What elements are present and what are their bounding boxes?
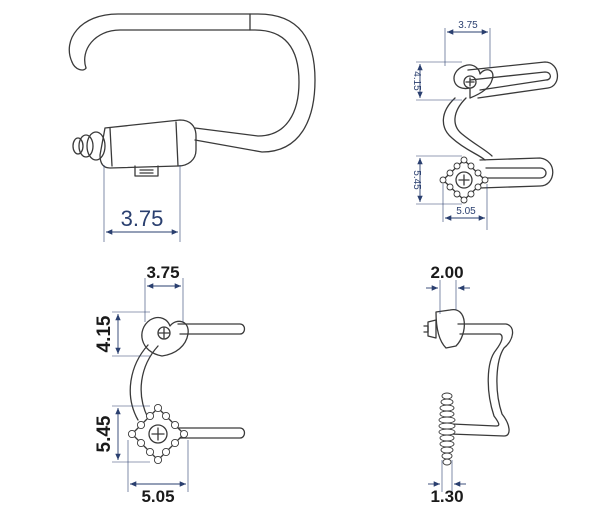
- dimension-label-small-heart-height: 4.15: [411, 71, 422, 91]
- small-heart-charm: [453, 64, 494, 99]
- front-dimensions: 3.75 4.15 5.45 5.05: [94, 263, 189, 506]
- hook-wire: [68, 13, 316, 153]
- front-wire: [129, 323, 246, 439]
- small-wire: [442, 61, 559, 189]
- dimension-label-front-square-height: 5.45: [94, 415, 115, 452]
- front-square-charm: [127, 403, 189, 465]
- dimension-label-front-square-width: 5.05: [141, 487, 174, 506]
- dimension-label-small-square-height: 5.45: [411, 170, 422, 190]
- dimension-label-small-square-width: 5.05: [456, 206, 476, 217]
- side-top-clasp: [423, 309, 465, 349]
- dimension-label-side-top: 2.00: [430, 263, 463, 282]
- dimension-label-main-width: 3.75: [121, 206, 164, 231]
- dimension-label-small-top-width: 3.75: [458, 20, 478, 31]
- dimension-label-front-top-width: 3.75: [146, 263, 179, 282]
- small-view: 3.75 4.15 5.45 5.05: [411, 20, 559, 230]
- clasp-beads: [72, 131, 106, 161]
- small-dimensions: 3.75 4.15 5.45 5.05: [411, 20, 491, 230]
- side-bottom-beads: [438, 392, 456, 466]
- dimension-label-front-heart-height: 4.15: [94, 315, 115, 352]
- front-heart-charm: [141, 316, 189, 357]
- clasp-body: [99, 119, 197, 177]
- side-dimensions: 2.00 1.30: [426, 263, 470, 506]
- dimension-main-width: 3.75: [103, 165, 181, 242]
- small-square-charm: [439, 156, 489, 204]
- side-wire: [449, 323, 514, 437]
- front-view: 3.75 4.15 5.45 5.05: [94, 263, 246, 506]
- side-view: 2.00 1.30: [423, 263, 514, 506]
- main-view: 3.75: [68, 13, 316, 242]
- dimension-label-side-bottom: 1.30: [430, 487, 463, 506]
